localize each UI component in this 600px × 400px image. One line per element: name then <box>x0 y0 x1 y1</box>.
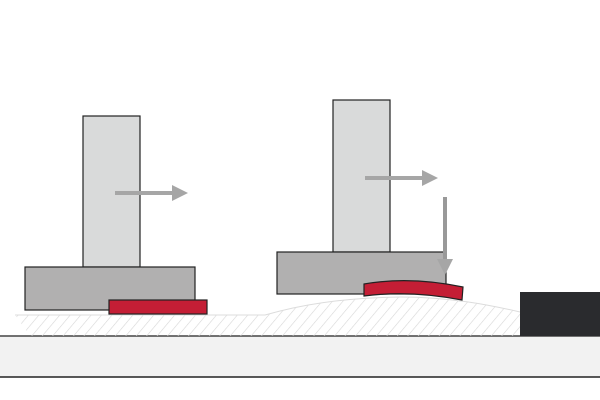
hatched-ground <box>15 297 520 336</box>
right-pad-curved <box>363 280 464 301</box>
left-pad <box>108 299 208 315</box>
ground-surface-line <box>15 296 521 316</box>
dark-block <box>520 292 600 336</box>
base-floor <box>0 336 600 377</box>
